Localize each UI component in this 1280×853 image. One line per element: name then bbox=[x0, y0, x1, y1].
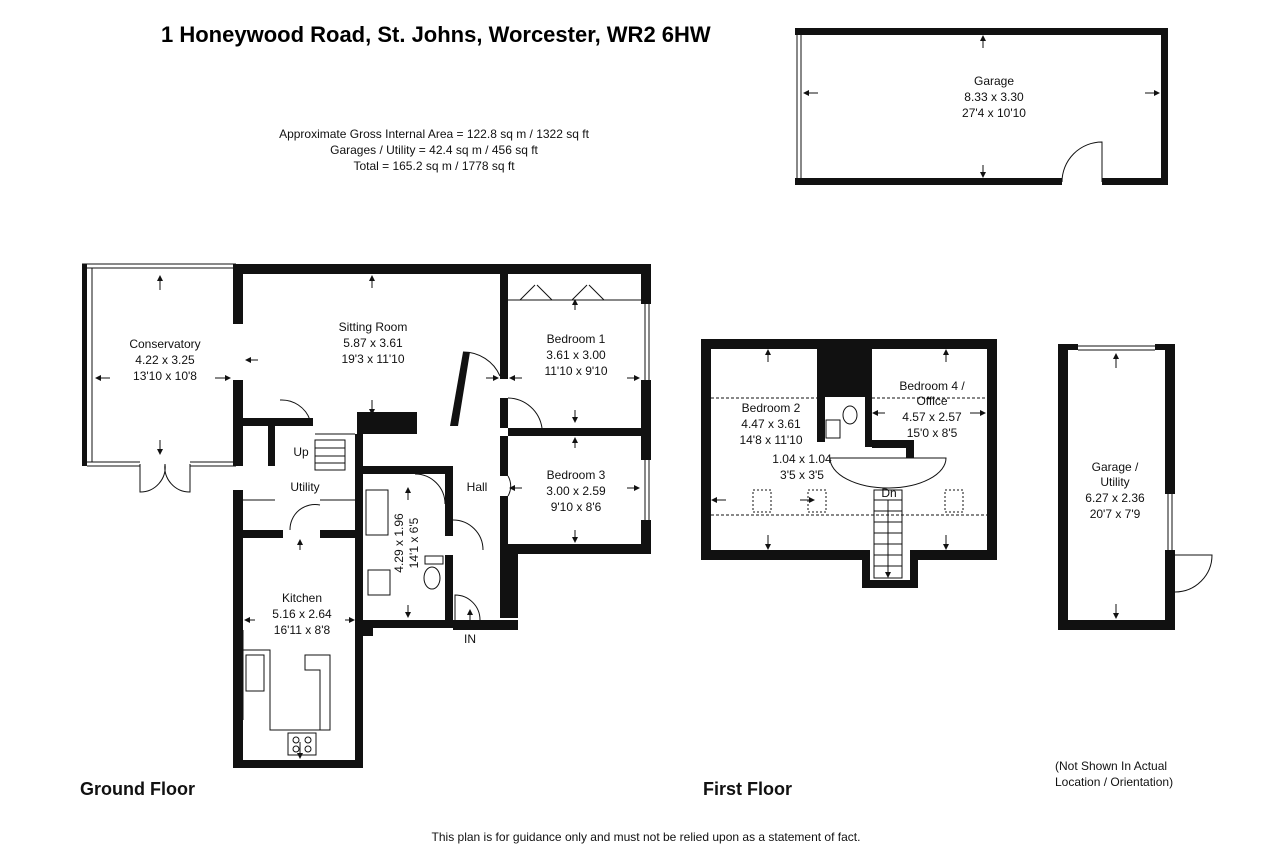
bedroom1-metric: 3.61 x 3.00 bbox=[546, 348, 606, 362]
sitting-room-imperial: 19'3 x 11'10 bbox=[341, 352, 404, 366]
sitting-room-label: Sitting Room bbox=[339, 320, 408, 334]
bedroom2-label: Bedroom 2 bbox=[742, 401, 801, 415]
garage-utility-plan: Garage / Utility 6.27 x 2.36 20'7 x 7'9 bbox=[1058, 344, 1213, 630]
first-floor-plan: Bedroom 2 4.47 x 3.61 14'8 x 11'10 Bedro… bbox=[701, 339, 997, 799]
disclaimer: This plan is for guidance only and must … bbox=[432, 830, 861, 844]
bedroom4-label-office: Office bbox=[916, 394, 947, 408]
ground-floor-plan: Conservatory 4.22 x 3.25 13'10 x 10'8 Si… bbox=[80, 263, 651, 799]
area-line-3: Total = 165.2 sq m / 1778 sq ft bbox=[353, 159, 515, 173]
garage-utility-metric: 6.27 x 2.36 bbox=[1085, 491, 1145, 505]
garage-imperial: 27'4 x 10'10 bbox=[962, 106, 1026, 120]
garage-utility-label: Garage / bbox=[1092, 460, 1139, 474]
bedroom1-label: Bedroom 1 bbox=[547, 332, 606, 346]
orientation-note-2: Location / Orientation) bbox=[1055, 775, 1173, 789]
bedroom2-imperial: 14'8 x 11'10 bbox=[739, 433, 802, 447]
garage-utility-imperial: 20'7 x 7'9 bbox=[1090, 507, 1141, 521]
stairs-down-label: Dn bbox=[881, 486, 896, 500]
utility-label: Utility bbox=[290, 480, 319, 494]
bedroom4-metric: 4.57 x 2.57 bbox=[902, 410, 962, 424]
sitting-room-metric: 5.87 x 3.61 bbox=[343, 336, 403, 350]
landing-metric: 1.04 x 1.04 bbox=[772, 452, 832, 466]
entrance-label: IN bbox=[464, 632, 476, 646]
conservatory-metric: 4.22 x 3.25 bbox=[135, 353, 195, 367]
garage-label: Garage bbox=[974, 74, 1014, 88]
page-title: 1 Honeywood Road, St. Johns, Worcester, … bbox=[161, 22, 711, 47]
orientation-note-1: (Not Shown In Actual bbox=[1055, 759, 1167, 773]
bedroom3-imperial: 9'10 x 8'6 bbox=[551, 500, 602, 514]
bedroom3-label: Bedroom 3 bbox=[547, 468, 606, 482]
first-floor-label: First Floor bbox=[703, 779, 792, 799]
shower-room-metric: 4.29 x 1.96 bbox=[392, 513, 406, 573]
conservatory-imperial: 13'10 x 10'8 bbox=[133, 369, 197, 383]
garage-utility-label-2: Utility bbox=[1100, 475, 1129, 489]
kitchen-metric: 5.16 x 2.64 bbox=[272, 607, 332, 621]
bedroom2-metric: 4.47 x 3.61 bbox=[741, 417, 801, 431]
stairs-up-label: Up bbox=[293, 445, 309, 459]
bedroom4-label: Bedroom 4 / bbox=[899, 379, 965, 393]
conservatory-label: Conservatory bbox=[129, 337, 200, 351]
kitchen-label: Kitchen bbox=[282, 591, 322, 605]
bedroom1-imperial: 11'10 x 9'10 bbox=[544, 364, 607, 378]
landing-imperial: 3'5 x 3'5 bbox=[780, 468, 824, 482]
garage-plan: Garage 8.33 x 3.30 27'4 x 10'10 bbox=[795, 28, 1168, 185]
ground-floor-label: Ground Floor bbox=[80, 779, 195, 799]
hall-label: Hall bbox=[467, 480, 488, 494]
garage-metric: 8.33 x 3.30 bbox=[964, 90, 1024, 104]
shower-room-imperial: 14'1 x 6'5 bbox=[407, 517, 421, 568]
area-line-2: Garages / Utility = 42.4 sq m / 456 sq f… bbox=[330, 143, 538, 157]
bedroom4-imperial: 15'0 x 8'5 bbox=[907, 426, 958, 440]
bedroom3-metric: 3.00 x 2.59 bbox=[546, 484, 606, 498]
area-line-1: Approximate Gross Internal Area = 122.8 … bbox=[279, 127, 589, 141]
kitchen-imperial: 16'11 x 8'8 bbox=[274, 623, 331, 637]
